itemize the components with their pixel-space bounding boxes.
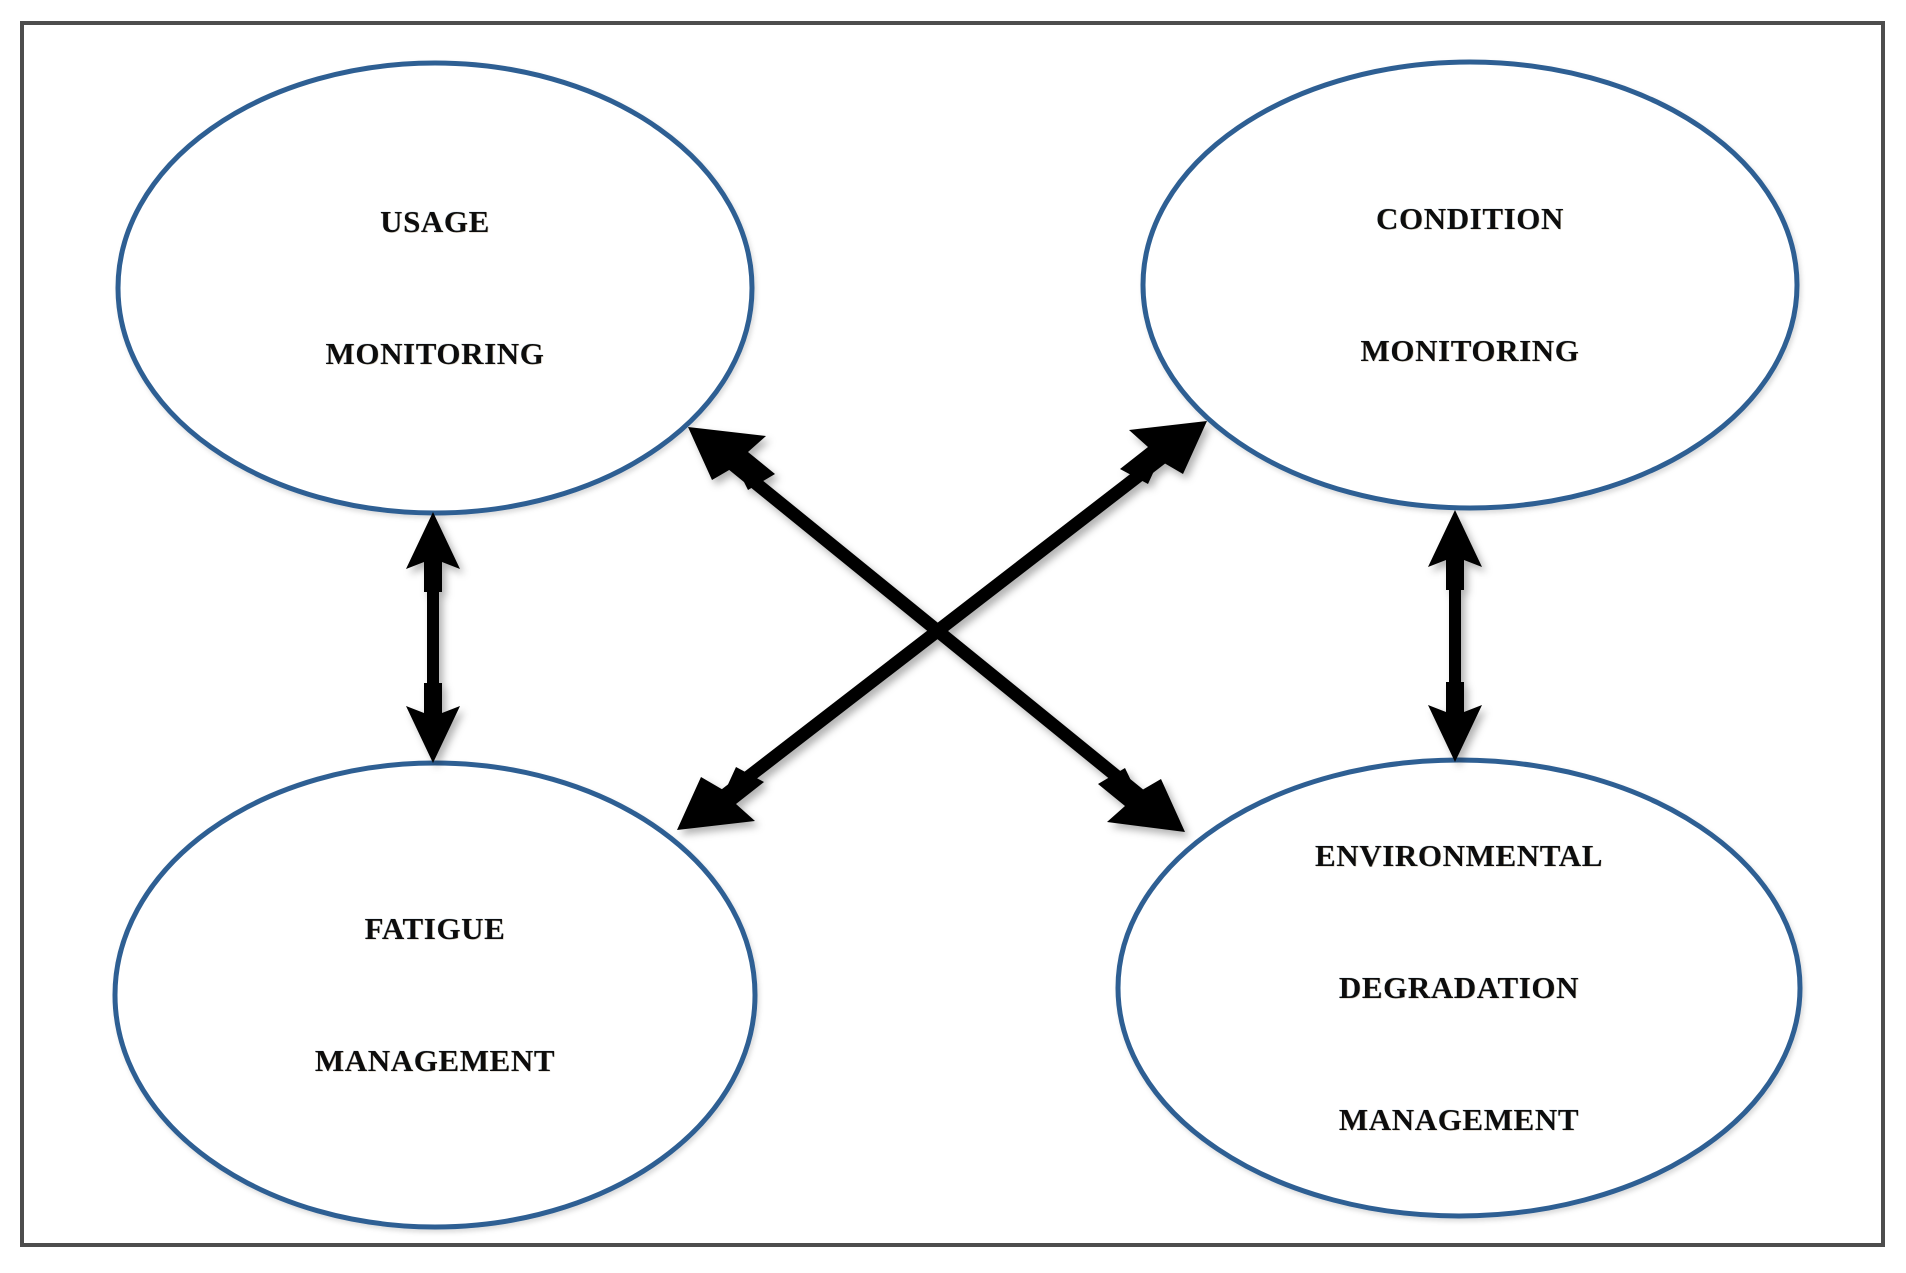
condition-monitoring-ellipse[interactable] xyxy=(1140,59,1800,511)
connector-usage-monitoring-fatigue-management[interactable] xyxy=(406,512,460,763)
environmental-degradation-management-ellipse[interactable] xyxy=(1115,757,1803,1219)
nodes-group xyxy=(112,59,1803,1230)
connector-condition-monitoring-fatigue-management[interactable] xyxy=(677,421,1207,830)
connectors-group xyxy=(406,421,1482,832)
usage-monitoring-ellipse[interactable] xyxy=(115,60,755,516)
fatigue-management-ellipse[interactable] xyxy=(112,760,758,1230)
connector-condition-monitoring-environmental-degradation-management[interactable] xyxy=(1428,510,1482,762)
